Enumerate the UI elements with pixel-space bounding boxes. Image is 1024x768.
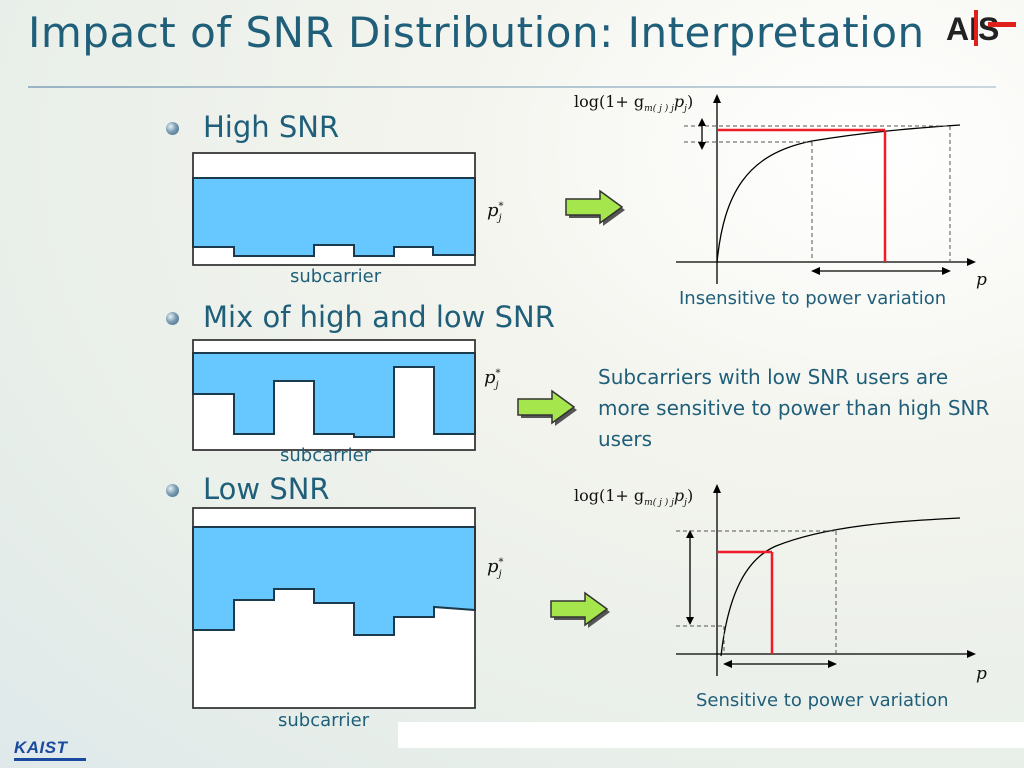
graph-top-xlabel: p: [976, 270, 987, 290]
graph-insensitive: [676, 94, 976, 284]
bullet-low-snr: Low SNR: [166, 472, 330, 506]
mixed-snr-explanation: Subcarriers with low SNR users are more …: [598, 365, 990, 451]
level-label: p*j: [487, 200, 504, 224]
graph-bottom-xlabel: p: [976, 664, 987, 684]
arrow-right-icon: [550, 591, 610, 628]
bullet-high-snr: High SNR: [166, 110, 340, 144]
level-label: p*j: [484, 367, 501, 391]
logo-ais: AIS: [946, 10, 1016, 47]
water-filling-mix-snr: [192, 339, 476, 451]
graph-bottom-ylabel: log(1+ gm( j ) jpj): [574, 486, 694, 509]
water-filling-low-snr: [192, 507, 476, 709]
footer-band: [398, 722, 1024, 748]
bullet-label: Low SNR: [203, 472, 330, 506]
level-label: p*j: [487, 556, 504, 580]
arrow-right-icon: [517, 389, 577, 426]
bullet-icon: [166, 312, 179, 325]
xlabel-subcarrier: subcarrier: [280, 445, 372, 466]
logo-kaist: KAIST: [14, 738, 68, 757]
bullet-icon: [166, 484, 179, 497]
xlabel-subcarrier: subcarrier: [290, 266, 382, 287]
bullet-label: High SNR: [203, 110, 340, 144]
graph-sensitive: [676, 484, 976, 676]
title-divider: [28, 86, 996, 88]
bullet-mix-snr: Mix of high and low SNR: [166, 300, 555, 334]
logo-kaist-underline: [14, 758, 86, 761]
logo-ais-text: AIS: [946, 11, 999, 47]
caption-insensitive: Insensitive to power variation: [679, 288, 947, 309]
bullet-icon: [166, 122, 179, 135]
graph-top-ylabel: log(1+ gm( j ) jpj): [574, 92, 694, 115]
bullet-label: Mix of high and low SNR: [203, 300, 555, 334]
page-title: Impact of SNR Distribution: Interpretati…: [28, 8, 925, 57]
arrow-right-icon: [565, 189, 625, 226]
water-filling-high-snr: [192, 152, 476, 266]
xlabel-subcarrier: subcarrier: [278, 710, 370, 731]
caption-sensitive: Sensitive to power variation: [696, 690, 949, 711]
